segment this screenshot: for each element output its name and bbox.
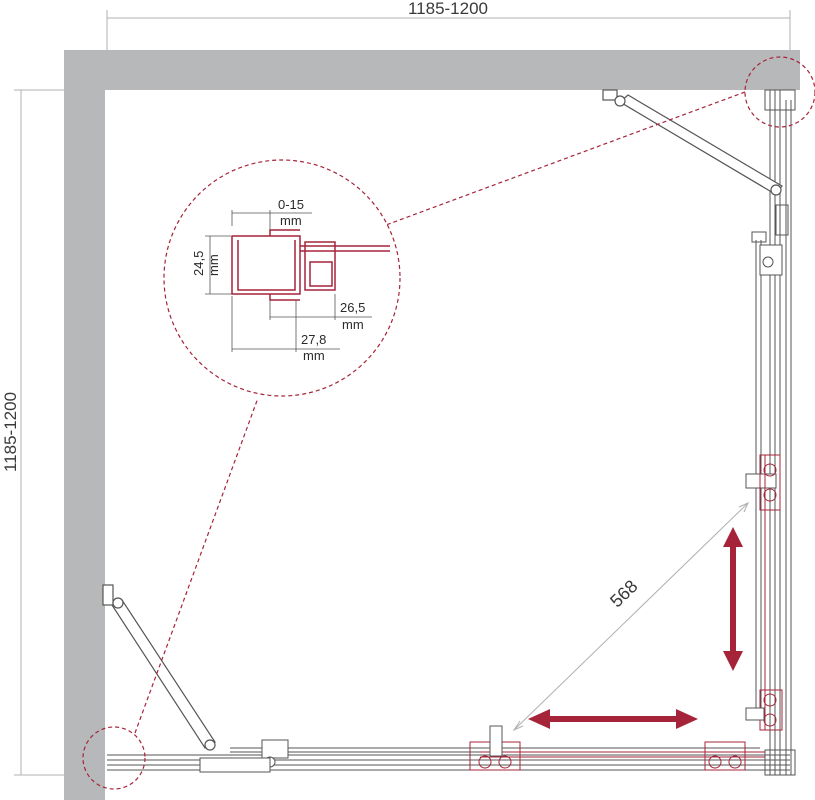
width-dimension <box>106 10 791 50</box>
right-handle <box>745 473 777 489</box>
detail-leader-top <box>385 91 746 226</box>
door-opening-arrow-horizontal <box>528 709 698 729</box>
detail-height-value: 24,5 <box>191 251 206 276</box>
detail-height-unit: mm <box>206 254 221 276</box>
profile-section-drawing <box>231 229 390 301</box>
detail-leader-bottom <box>134 397 259 734</box>
detail-gap-value: 0-15 <box>278 197 304 212</box>
detail-dimension-lines <box>205 210 372 352</box>
door-opening-arrow-vertical <box>723 527 743 671</box>
height-dimension <box>14 89 64 776</box>
wall-left <box>64 50 105 800</box>
width-label: 1185-1200 <box>408 0 488 18</box>
detail-circle-top-right <box>744 56 815 128</box>
right-roller-upper <box>759 244 783 276</box>
bottom-handle <box>489 725 503 757</box>
right-lower-bracket <box>745 707 765 721</box>
top-stabilizer-bar <box>602 89 783 196</box>
bottom-roller-right <box>704 741 746 771</box>
left-stabilizer-bar <box>102 584 216 751</box>
height-label: 1185-1200 <box>1 392 20 472</box>
detail-gap-unit: mm <box>280 213 302 228</box>
detail-circle-magnified <box>163 159 401 397</box>
wall-top <box>64 50 800 90</box>
diagonal-dimension <box>512 502 749 732</box>
detail-circle-bottom-left <box>82 726 146 790</box>
bottom-roller-left <box>199 739 289 773</box>
detail-outer-unit: mm <box>303 348 325 363</box>
detail-outer-value: 27,8 <box>301 332 326 347</box>
detail-inner-unit: mm <box>342 317 364 332</box>
diagonal-label: 568 <box>606 576 642 611</box>
detail-inner-value: 26,5 <box>340 300 365 315</box>
right-roller-middle <box>759 454 781 730</box>
